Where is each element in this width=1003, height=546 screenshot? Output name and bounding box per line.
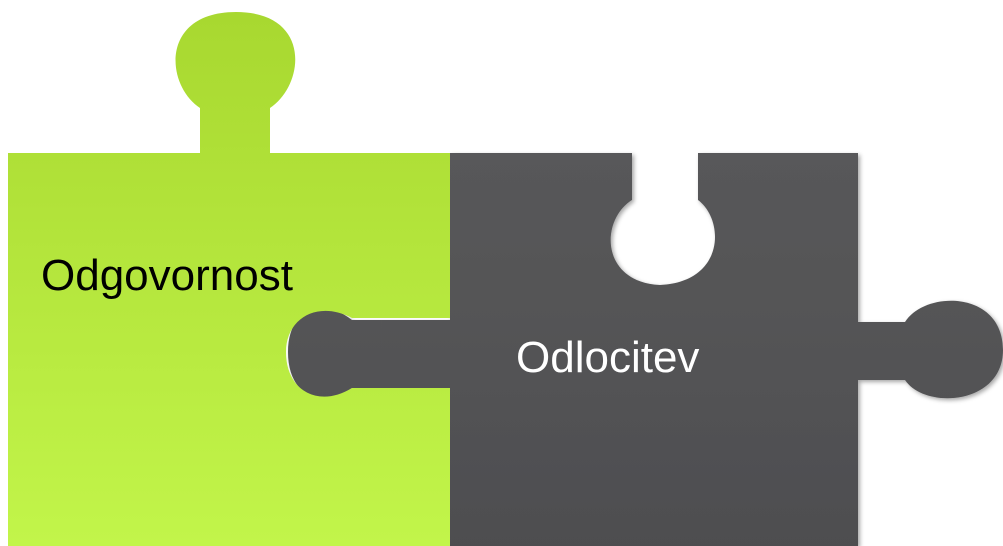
gray-puzzle-piece [288,153,1003,546]
piece-label-odlocitev: Odlocitev [516,333,699,382]
piece-label-odgovornost: Odgovornost [41,251,293,300]
green-puzzle-piece [8,12,450,546]
